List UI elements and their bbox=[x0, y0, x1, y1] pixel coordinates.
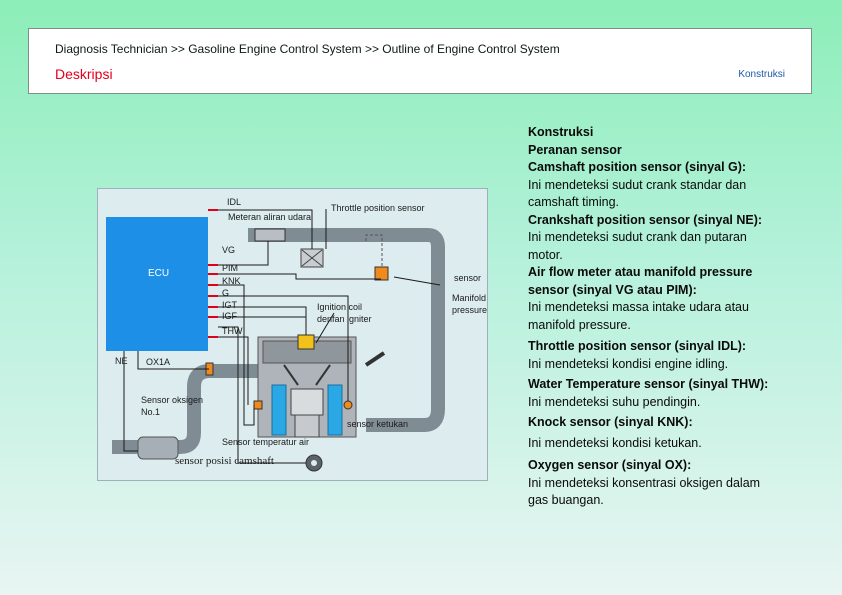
intake-pipe bbox=[248, 228, 445, 432]
text-line: Ini mendeteksi kondisi engine idling. bbox=[528, 356, 729, 371]
label-vg: VG bbox=[222, 245, 236, 255]
label-oxygen-sensor-no1: No.1 bbox=[141, 407, 161, 417]
catalytic-converter bbox=[137, 436, 179, 460]
text-line: motor. bbox=[528, 247, 563, 262]
text-line: camshaft timing. bbox=[528, 195, 620, 209]
text-line: Ini mendeteksi suhu pendingin. bbox=[528, 394, 701, 409]
text-line: Camshaft position sensor (sinyal G): bbox=[528, 160, 747, 174]
section-label[interactable]: Konstruksi bbox=[738, 69, 785, 80]
label-air-flow-meter: Meteran aliran udara bbox=[228, 212, 312, 222]
label-water-temp-sensor: Sensor temperatur air bbox=[222, 437, 310, 447]
label-sensor: sensor bbox=[454, 273, 482, 283]
knock-sensor bbox=[343, 400, 353, 410]
text-line: Throttle position sensor (sinyal IDL): bbox=[528, 339, 747, 353]
label-knock-sensor: sensor ketukan bbox=[347, 419, 409, 429]
label-thw: THW bbox=[222, 326, 243, 336]
air-flow-meter bbox=[254, 228, 286, 242]
label-oxygen-sensor: Sensor oksigen bbox=[141, 395, 204, 405]
breadcrumb[interactable]: Diagnosis Technician >> Gasoline Engine … bbox=[55, 42, 560, 56]
text-line: Ini mendeteksi konsentrasi oksigen dalam bbox=[528, 475, 761, 490]
text-line: manifold pressure. bbox=[528, 317, 631, 332]
water-temperature-sensor bbox=[253, 400, 263, 410]
text-line: Ini mendeteksi massa intake udara atau bbox=[528, 300, 749, 314]
label-ox1a: OX1A bbox=[146, 357, 171, 367]
text-line: Ini mendeteksi kondisi ketukan. bbox=[528, 435, 702, 450]
text-line: Ini mendeteksi sudut crank standar dan bbox=[528, 177, 747, 192]
label-ne: NE bbox=[115, 356, 128, 366]
label-igf: IGF bbox=[222, 311, 237, 321]
text-line: Air flow meter atau manifold pressure bbox=[528, 265, 753, 279]
text-line: sensor (sinyal VG atau PIM): bbox=[528, 282, 697, 297]
text-line: Peranan sensor bbox=[528, 142, 622, 157]
engine-control-diagram: IDL Meteran aliran udara Throttle positi… bbox=[97, 188, 488, 481]
label-igt: IGT bbox=[222, 300, 237, 310]
diagram-drawing bbox=[106, 209, 445, 472]
label-camshaft-sensor: sensor posisi camshaft bbox=[175, 455, 274, 467]
text-line: Water Temperature sensor (sinyal THW): bbox=[528, 377, 769, 391]
ignition-coil bbox=[297, 334, 315, 350]
exhaust-pipe bbox=[112, 364, 273, 454]
label-pressure: pressure bbox=[452, 305, 488, 315]
label-ecu: ECU bbox=[148, 268, 170, 279]
label-manifold: Manifold bbox=[452, 293, 487, 303]
ecu-box bbox=[106, 217, 208, 351]
page-title: Deskripsi bbox=[55, 66, 113, 82]
text-line: Knock sensor (sinyal KNK): bbox=[528, 415, 693, 429]
manifold-pressure-sensor bbox=[374, 266, 389, 281]
text-line: Oxygen sensor (sinyal OX): bbox=[528, 458, 692, 472]
piston bbox=[290, 388, 324, 416]
text-line: gas buangan. bbox=[528, 493, 604, 507]
label-knk: KNK bbox=[222, 276, 241, 286]
label-pim: PIM bbox=[222, 263, 239, 273]
label-g: G bbox=[222, 288, 230, 298]
label-idl: IDL bbox=[227, 197, 242, 207]
header-panel: Diagnosis Technician >> Gasoline Engine … bbox=[28, 28, 812, 94]
text-line: Crankshaft position sensor (sinyal NE): bbox=[528, 212, 763, 227]
text-line: Ini mendeteksi sudut crank dan putaran bbox=[528, 230, 747, 244]
label-ignition-coil: Ignition coil bbox=[317, 302, 363, 312]
description-text: Konstruksi Peranan sensor Camshaft posit… bbox=[528, 124, 818, 510]
label-throttle-position-sensor: Throttle position sensor bbox=[331, 203, 425, 213]
label-igniter: denfan igniter bbox=[317, 314, 372, 324]
text-line: Konstruksi bbox=[528, 125, 594, 139]
